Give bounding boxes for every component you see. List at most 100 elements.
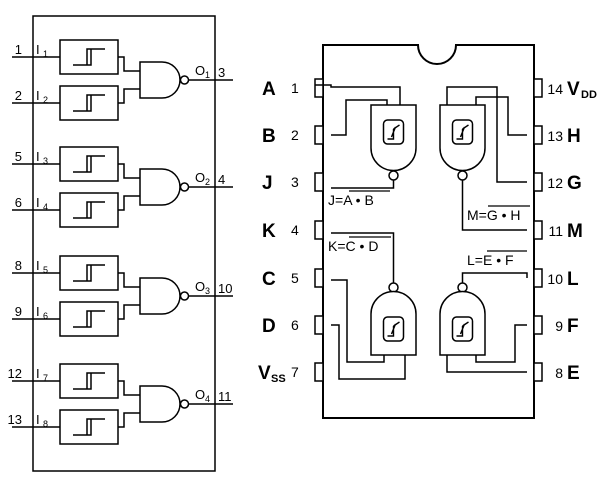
pin-stubs [314,78,543,382]
equation-m: M=G • H [467,205,530,223]
output-label: O [195,387,205,402]
pin-number: 13 [547,128,563,144]
output-label-subscript: 3 [205,286,210,296]
pin-signal-letter: D [262,316,276,337]
pin-signal-letter: L [567,269,579,290]
input-label-subscript: 2 [43,95,48,105]
input-pin-number: 5 [15,149,22,164]
output-label: O [195,279,205,294]
input-label-subscript: 4 [43,202,48,212]
schmitt-trigger-buffer-icon [59,192,119,228]
nand-gate-icon [139,61,181,99]
schmitt-trigger-buffer-icon [59,39,119,75]
pin-lead [533,78,543,98]
inverter-bubble-icon [179,182,190,192]
output-label-subscript: 4 [205,394,210,404]
input-label-subscript: 6 [43,311,48,321]
pin-lead [314,125,324,145]
pin-lead [314,172,324,192]
input-label: I [36,88,40,103]
input-pin-number: 13 [8,412,22,427]
schmitt-trigger-buffer-icon [59,409,119,445]
output-pin-number: 4 [218,172,225,187]
svg-text:J=A • B: J=A • B [328,192,374,208]
input-label-subscript: 1 [43,49,48,59]
equation-j: J=A • B [328,190,390,208]
pin-signal-letter: V [567,79,580,100]
nand-gate-icon [139,277,181,315]
pin-signal-letter: G [567,173,582,194]
input-pin-number: 1 [15,42,22,57]
pin-signal-letter: F [567,316,579,337]
schmitt-trigger-buffer-icon [59,301,119,337]
pin-signal-subscript: SS [271,373,286,385]
input-label-subscript: 7 [43,373,48,383]
svg-text:L=E • F: L=E • F [467,252,514,268]
pin-number: 12 [547,175,563,191]
nand-gate-icon [139,385,181,423]
svg-text:K=C • D: K=C • D [328,238,378,254]
schmitt-trigger-buffer-icon [59,146,119,182]
pin-lead [314,220,324,240]
equation-l: L=E • F [467,250,527,268]
pin-lead [533,315,543,335]
schmitt-trigger-buffer-icon [59,363,119,399]
pin-number: 1 [291,80,299,96]
pin-signal-letter: M [567,221,583,242]
pin-number: 8 [555,365,563,381]
pin-signal-letter: J [262,173,273,194]
pin-number: 5 [291,270,299,286]
pin-number: 14 [547,81,563,97]
pin-number: 6 [291,317,299,333]
inverter-bubble-icon [179,291,190,301]
pin-lead [533,125,543,145]
output-pin-number: 11 [218,389,232,404]
pin-number: 10 [547,271,563,287]
pin-lead [533,172,543,192]
output-pin-number: 10 [218,281,232,296]
input-label: I [36,42,40,57]
nand-gate-e-f [439,272,528,373]
input-pin-number: 6 [15,195,22,210]
input-label-subscript: 5 [43,265,48,275]
inverter-bubble-icon [179,399,190,409]
svg-text:M=G • H: M=G • H [467,207,521,223]
nand-gate-g-h [439,86,527,231]
pin-lead [533,362,543,382]
pin-lead [533,268,543,288]
output-label: O [195,170,205,185]
output-label-subscript: 1 [205,70,210,80]
inverter-bubble-icon [179,75,190,85]
input-label: I [36,412,40,427]
pin-lead [314,78,324,98]
nand-gate-c-d [331,232,417,380]
input-label: I [36,258,40,273]
pin-lead [533,220,543,240]
pin-lead [314,362,324,382]
pin-number: 3 [291,174,299,190]
pin-number: 4 [291,222,299,238]
equation-k: K=C • D [328,236,391,254]
schmitt-trigger-buffer-icon [59,255,119,291]
pin-number: 7 [291,364,299,380]
pin-number: 11 [548,223,563,239]
input-label-subscript: 8 [43,419,48,429]
